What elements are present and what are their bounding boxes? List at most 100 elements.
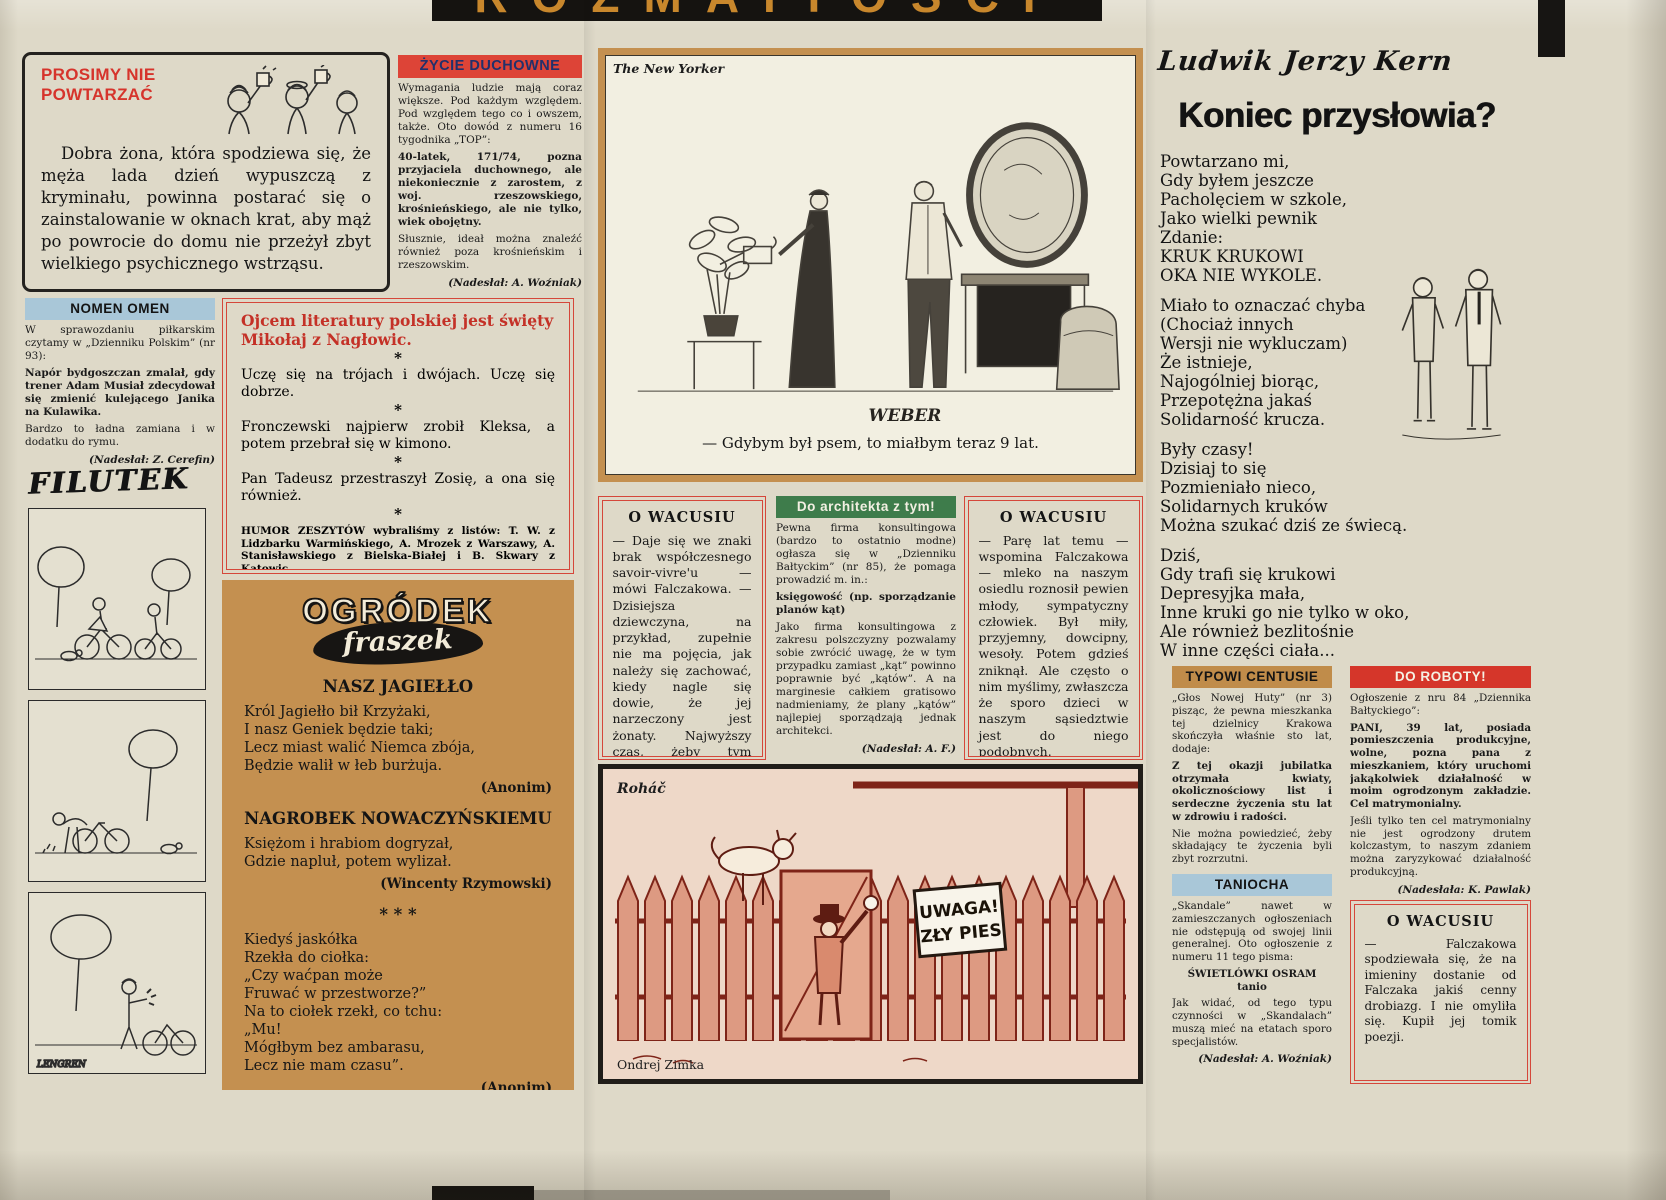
quoted-ad-text: 40-latek, 171/74, pozna przyjaciela duch…	[398, 151, 582, 229]
artist-signature: LENGREN	[36, 1060, 87, 1070]
fraszka-text: Król Jagiełło bił Krzyżaki, I nasz Genie…	[244, 704, 475, 774]
artist-signature: Ondrej Zimka	[617, 1057, 705, 1072]
article-text: — Parę lat temu — wspomina Falczakowa — …	[978, 532, 1129, 757]
fraszka-title: NASZ JAGIEŁŁO	[322, 677, 474, 696]
fraszka-text: Księżom i hrabiom dogryzał, Gdzie napluł…	[244, 836, 454, 870]
asterisk-separator: *	[394, 348, 402, 367]
section-heading: TYPOWI CENTUSIE	[1172, 666, 1332, 688]
new-yorker-cartoon-drawing: WEBER	[637, 122, 1120, 425]
credit-line: (Nadesłał: A. Woźniak)	[1198, 1053, 1332, 1066]
section-heading: ŻYCIE DUCHOWNE	[398, 55, 582, 78]
article-text: — Daje się we znaki brak współczesnego s…	[612, 532, 752, 757]
poem-title: Koniec przysłowia?	[1178, 96, 1496, 135]
source-label: The New Yorker	[613, 61, 725, 76]
article-text: Nie można powiedzieć, żeby składający te…	[1172, 827, 1332, 866]
article-text: Wymagania ludzie mają coraz większe. Pod…	[398, 82, 582, 147]
poem-stanza: Były czasy! Dzisiaj to się Pozmieniało n…	[1160, 440, 1408, 535]
pupil-quote: Fronczewski najpierw zrobił Kleksa, a po…	[241, 418, 555, 453]
fraszka-credit: (Wincenty Rzymowski)	[380, 876, 552, 892]
pupil-quote: Uczę się na trójach i dwójach. Uczę się …	[241, 366, 555, 401]
article-text: Ogłoszenie z nru 84 „Dziennika Bałtyckie…	[1350, 692, 1531, 717]
article-text: „Głos Nowej Huty” (nr 3) pisząc, że pewn…	[1172, 692, 1332, 756]
section-zycie-duchowne: ŻYCIE DUCHOWNE Wymagania ludzie mają cor…	[398, 55, 582, 290]
section-do-architekta: Do architekta z tym! Pewna firma konsult…	[776, 496, 956, 756]
pupil-quote: Pan Tadeusz przestraszył Zosię, a ona si…	[241, 470, 555, 505]
article-text: Jeśli tylko ten cel matrymonialny nie je…	[1350, 814, 1531, 878]
bottom-edge-mark	[432, 1186, 534, 1200]
quoted-text: Z tej okazji jubilatka otrzymała kwiaty,…	[1172, 759, 1332, 823]
article-text: „Skandale” nawet w zamieszczanych ogłosz…	[1172, 900, 1332, 964]
comic-panel-3: LENGREN	[28, 892, 206, 1074]
credit-line: (Nadesłał: A. F.)	[861, 743, 956, 756]
section-heading: O WACUSIU	[1386, 912, 1495, 930]
ogrodek-logo: OGRÓDEK fraszek	[244, 591, 552, 667]
asterisk-separator: *	[394, 452, 402, 471]
artist-label: Roháč	[616, 781, 666, 797]
article-text: Jako firma konsultingowa z zakresu polsz…	[776, 621, 956, 738]
section-taniocha: TANIOCHA „Skandale” nawet w zamieszczany…	[1172, 874, 1332, 1082]
man-with-flowers-drawing: LENGREN	[35, 914, 197, 1071]
poem-body: Powtarzano mi, Gdy byłem jeszcze Pacholę…	[1160, 152, 1490, 671]
toasting-people-illustration	[227, 65, 358, 135]
credit-line: (Nadesłał: Z. Cerefin)	[89, 454, 215, 467]
paper-crease	[584, 0, 596, 1200]
section-humor-zeszytow: Ojcem literatury polskiej jest święty Mi…	[222, 298, 574, 574]
section-prosimy-nie-powtarzac: PROSIMY NIE POWTARZAĆ	[22, 52, 390, 292]
poem-stanza: Dziś, Gdy trafi się krukowi Depresyjka m…	[1160, 546, 1410, 660]
credit-line: (Nadesłała: K. Pawlak)	[1397, 883, 1531, 894]
section-rohac-cartoon: UWAGA! ZŁY PIES Roháč Ondrej Zimka	[598, 764, 1143, 1084]
section-do-roboty: DO ROBOTY! Ogłoszenie z nru 84 „Dziennik…	[1350, 666, 1531, 894]
masthead-title: ROZMAITOŚCI	[432, 0, 1102, 21]
quoted-text: Napór bydgoszczan zmalał, gdy trener Ada…	[25, 367, 215, 419]
fraszka-credit: (Anonim)	[480, 1080, 552, 1090]
section-o-wacusiu-1: O WACUSIU — Daje się we znaki brak współ…	[598, 496, 766, 760]
section-o-wacusiu-2: O WACUSIU — Parę lat temu — wspomina Fal…	[964, 496, 1143, 760]
quoted-ad-text: PANI, 39 lat, posiada pomieszczenia prod…	[1350, 721, 1531, 811]
paper-crease	[1146, 0, 1156, 1200]
poem-stanza: Powtarzano mi, Gdy byłem jeszcze Pacholę…	[1160, 152, 1347, 285]
section-ogrodek-fraszek: OGRÓDEK fraszek NASZ JAGIEŁŁO Król Jagie…	[222, 580, 574, 1090]
section-filutek-comic: FILUTEK	[27, 461, 206, 1074]
comic-panel-2	[28, 700, 206, 882]
section-typowi-centusie: TYPOWI CENTUSIE „Głos Nowej Huty” (nr 3)…	[1172, 666, 1332, 868]
credit-line: (Nadesłał: A. Woźniak)	[448, 277, 582, 290]
comic-panel-1	[28, 508, 206, 690]
lead-quote: Ojcem literatury polskiej jest święty Mi…	[241, 311, 554, 350]
section-new-yorker-cartoon: The New Yorker	[598, 48, 1143, 482]
bottom-edge-shadow	[534, 1190, 890, 1200]
masthead-banner: ROZMAITOŚCI	[432, 0, 1102, 21]
article-text: — Falczakowa spodziewała się, że na imie…	[1364, 936, 1517, 1045]
asterisk-separator: *	[394, 400, 402, 419]
section-o-wacusiu-3: O WACUSIU — Falczakowa spodziewała się, …	[1350, 900, 1531, 1084]
section-heading: TANIOCHA	[1172, 874, 1332, 896]
section-heading: NOMEN OMEN	[25, 298, 215, 320]
asterisk-separator: *	[394, 504, 402, 523]
quoted-ad-text: księgowość (np. sporządzanie planów kąt)	[776, 591, 956, 617]
editor-note: HUMOR ZESZYTÓW wybraliśmy z listów: T. W…	[241, 524, 555, 570]
section-heading: O WACUSIU	[999, 508, 1108, 526]
man-stopping-bicycle-drawing	[35, 729, 197, 855]
section-nomen-omen: NOMEN OMEN W sprawozdaniu piłkarskim czy…	[25, 298, 215, 467]
beware-of-dog-cartoon-drawing: UWAGA! ZŁY PIES Roháč Ondrej Zimka	[603, 769, 1138, 1079]
section-title: PROSIMY NIE POWTARZAĆ	[41, 65, 156, 104]
article-text: Słusznie, ideał można znaleźć również po…	[398, 233, 582, 272]
section-heading: Do architekta z tym!	[776, 496, 956, 518]
filutek-logo: FILUTEK	[27, 461, 190, 501]
section-heading: DO ROBOTY!	[1350, 666, 1531, 688]
section-heading: O WACUSIU	[628, 508, 736, 526]
cartoon-caption: — Gdybym był psem, to miałbym teraz 9 la…	[702, 434, 1039, 452]
poem-author: Ludwik Jerzy Kern	[1156, 46, 1455, 77]
fraszka-credit: (Anonim)	[480, 780, 552, 796]
article-text: Pewna firma konsultingowa (bardzo to ost…	[776, 522, 956, 587]
article-text: W sprawozdaniu piłkarskim czytamy w „Dzi…	[25, 324, 215, 363]
quoted-ad-text: ŚWIETLÓWKI OSRAM tanio	[1187, 967, 1317, 993]
cartoonist-signature: WEBER	[869, 405, 942, 425]
article-text: Dobra żona, która spodziewa się, że męża…	[41, 144, 371, 273]
article-text: Bardzo to ładna zamiana i w dodatku do r…	[25, 423, 215, 449]
article-text: Jak widać, od tego typu czynności w „Ska…	[1172, 997, 1332, 1048]
cyclists-in-park-drawing	[35, 546, 197, 662]
two-men-illustration	[1401, 268, 1502, 440]
page-corner-mark	[1538, 0, 1565, 57]
poem-stanza: Miało to oznaczać chyba (Chociaż innych …	[1160, 296, 1366, 429]
